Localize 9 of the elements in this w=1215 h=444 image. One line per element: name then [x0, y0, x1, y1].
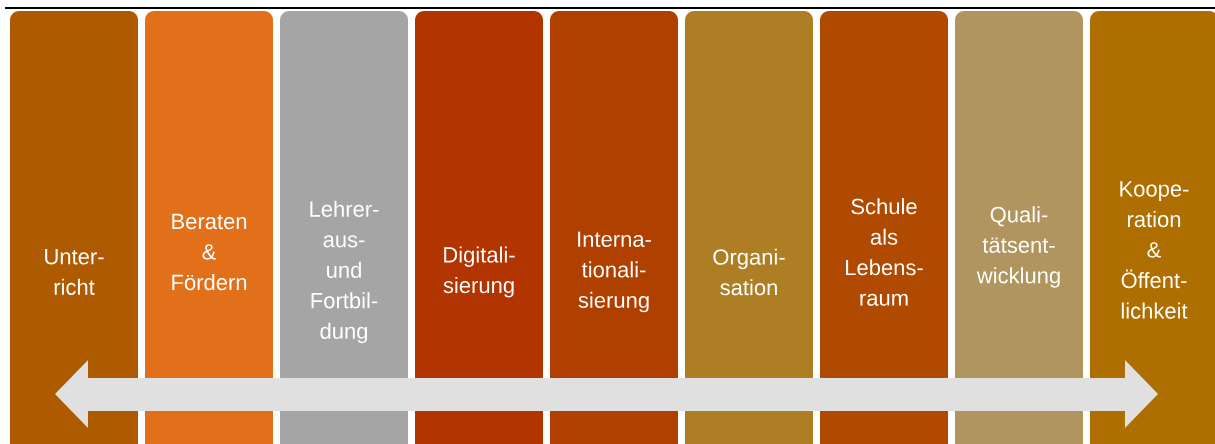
column-bar: Lehrer- aus- und Fortbil- dung	[280, 11, 408, 444]
column-bar: Organi- sation	[685, 11, 813, 444]
column-bar: Beraten & Fördern	[145, 11, 273, 444]
column-bar: Quali- tätsent- wicklung	[955, 11, 1083, 444]
column-bar: Interna- tionali- sierung	[550, 11, 678, 444]
column-bar: Unter- richt	[10, 11, 138, 444]
column-bar: Schule als Lebens- raum	[820, 11, 948, 444]
column-bar: Koope- ration & Öffent- lichkeit	[1090, 11, 1215, 444]
column-bar: Digitali- sierung	[415, 11, 543, 444]
